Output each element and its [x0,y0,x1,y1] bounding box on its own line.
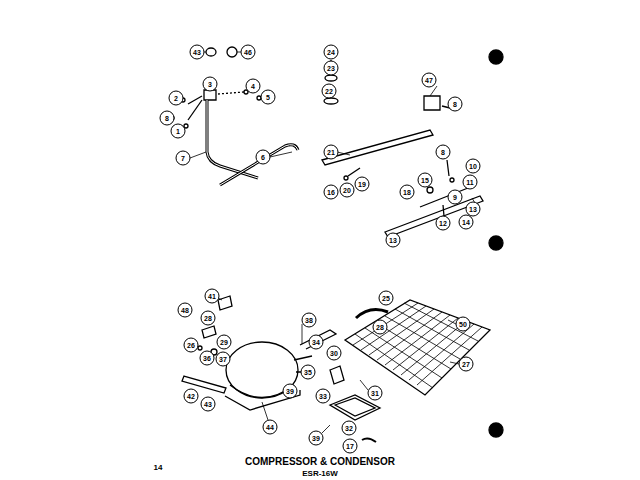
callout-number: 11 [463,175,478,190]
callout-number: 47 [422,73,437,88]
callout-number: 42 [184,389,199,404]
callout-number: 39 [283,384,298,399]
callout-number: 24 [324,45,339,60]
callout-number: 18 [400,185,415,200]
callout-number: 10 [466,159,481,174]
callout-number: 41 [205,289,220,304]
callout-number: 43 [190,45,205,60]
callout-number: 23 [324,61,339,76]
callout-number: 39 [309,431,324,446]
callout-number: 4 [246,79,261,94]
callout-number: 33 [316,389,331,404]
callout-number: 6 [256,150,271,165]
callout-number: 15 [418,173,433,188]
callout-number: 26 [184,338,199,353]
callout-number: 8 [436,145,451,160]
callout-number: 27 [459,357,474,372]
callout-number: 36 [200,351,215,366]
callout-number: 16 [324,185,339,200]
callout-number: 31 [368,386,383,401]
callout-number: 12 [436,216,451,231]
callout-number: 8 [448,97,463,112]
callout-number: 20 [340,183,355,198]
callout-number: 25 [379,291,394,306]
callout-number: 21 [324,145,339,160]
callout-number: 7 [176,151,191,166]
page-number: 14 [153,463,164,472]
diagram-title: COMPRESSOR & CONDENSOR [244,456,396,467]
callout-number: 13 [386,233,401,248]
callout-number: 30 [327,346,342,361]
callout-number: 29 [217,335,232,350]
callout-number: 3 [203,77,218,92]
callout-number: 5 [261,90,276,105]
callout-number: 14 [459,215,474,230]
callout-number: 22 [322,84,337,99]
callout-number: 19 [355,177,370,192]
callout-number: 48 [178,303,193,318]
callout-number: 37 [216,352,231,367]
callout-number: 34 [309,335,324,350]
callout-number: 38 [302,313,317,328]
callout-number: 1 [171,124,186,139]
callout-number: 50 [456,317,471,332]
callout-number: 44 [263,420,278,435]
callout-number: 35 [301,365,316,380]
callout-number: 28 [373,320,388,335]
callout-number: 43 [201,397,216,412]
callout-number: 9 [448,190,463,205]
callout-number: 28 [201,311,216,326]
callout-number: 2 [169,91,184,106]
callout-number: 46 [241,45,256,60]
callout-number: 8 [160,111,175,126]
model-caption: ESR-16W [301,469,339,478]
callout-number: 17 [343,439,358,454]
callout-number: 32 [342,421,357,436]
